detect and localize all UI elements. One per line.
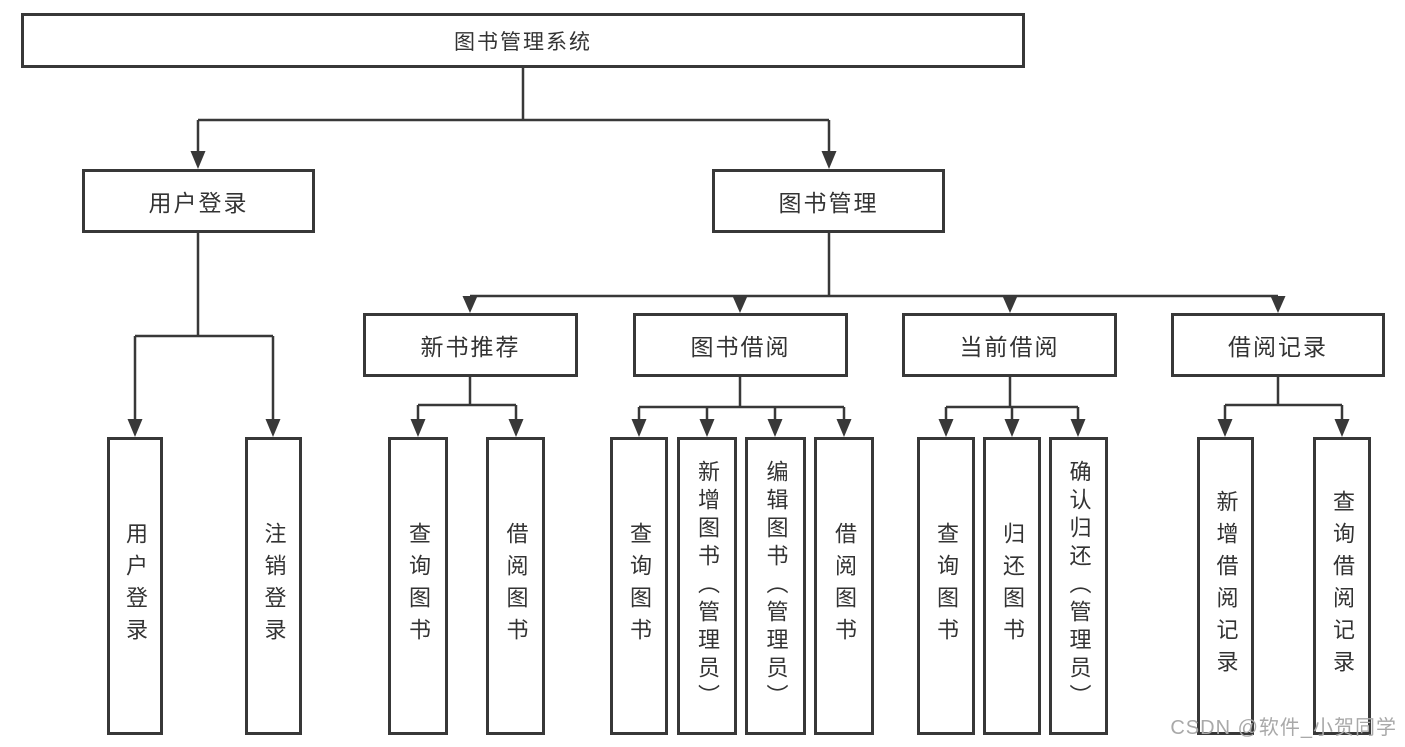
leaf-bb-query-books-label: 查询图书 xyxy=(627,522,652,650)
leaf-br-add-record: 新增借阅记录 xyxy=(1197,437,1254,735)
node-book-management: 图书管理 xyxy=(712,169,945,233)
leaf-nb-query-books-label: 查询图书 xyxy=(406,522,431,650)
node-user-login: 用户登录 xyxy=(82,169,315,233)
leaf-bb-query-books: 查询图书 xyxy=(610,437,668,735)
leaf-bb-edit-books-admin-label: 编辑图书（管理员） xyxy=(763,460,789,712)
watermark: CSDN @软件_小贺同学 xyxy=(1170,717,1397,739)
node-borrow-records-label: 借阅记录 xyxy=(1228,334,1328,360)
leaf-bb-add-books-admin: 新增图书（管理员） xyxy=(677,437,737,735)
leaf-nb-borrow-books: 借阅图书 xyxy=(486,437,545,735)
node-current-borrow-label: 当前借阅 xyxy=(959,334,1060,360)
leaf-user-login: 用户登录 xyxy=(107,437,163,735)
node-new-book-recommend-label: 新书推荐 xyxy=(420,334,521,360)
leaf-bb-edit-books-admin: 编辑图书（管理员） xyxy=(745,437,806,735)
node-root-label: 图书管理系统 xyxy=(454,30,592,54)
leaf-user-login-label: 用户登录 xyxy=(123,522,148,650)
node-user-login-label: 用户登录 xyxy=(148,190,249,216)
leaf-cb-query-books: 查询图书 xyxy=(917,437,975,735)
node-new-book-recommend: 新书推荐 xyxy=(363,313,578,377)
leaf-bb-borrow-books: 借阅图书 xyxy=(814,437,874,735)
node-borrow-records: 借阅记录 xyxy=(1171,313,1385,377)
node-book-borrow-label: 图书借阅 xyxy=(690,334,791,360)
arrowheads xyxy=(127,151,1350,437)
leaf-logout: 注销登录 xyxy=(245,437,302,735)
leaf-logout-label: 注销登录 xyxy=(261,522,287,650)
leaf-cb-return-books-label: 归还图书 xyxy=(1000,522,1025,650)
node-current-borrow: 当前借阅 xyxy=(902,313,1117,377)
node-book-borrow: 图书借阅 xyxy=(633,313,848,377)
leaf-br-add-record-label: 新增借阅记录 xyxy=(1213,490,1239,682)
leaf-cb-return-books: 归还图书 xyxy=(983,437,1041,735)
leaf-cb-confirm-return-admin: 确认归还（管理员） xyxy=(1049,437,1108,735)
leaf-br-query-record-label: 查询借阅记录 xyxy=(1330,490,1355,682)
node-book-management-label: 图书管理 xyxy=(778,190,879,216)
leaf-nb-query-books: 查询图书 xyxy=(388,437,448,735)
node-root: 图书管理系统 xyxy=(21,13,1025,68)
leaf-cb-confirm-return-admin-label: 确认归还（管理员） xyxy=(1066,460,1092,712)
leaf-bb-borrow-books-label: 借阅图书 xyxy=(832,522,857,650)
leaf-br-query-record: 查询借阅记录 xyxy=(1313,437,1371,735)
leaf-bb-add-books-admin-label: 新增图书（管理员） xyxy=(695,460,720,712)
leaf-nb-borrow-books-label: 借阅图书 xyxy=(503,522,529,650)
leaf-cb-query-books-label: 查询图书 xyxy=(934,522,959,650)
